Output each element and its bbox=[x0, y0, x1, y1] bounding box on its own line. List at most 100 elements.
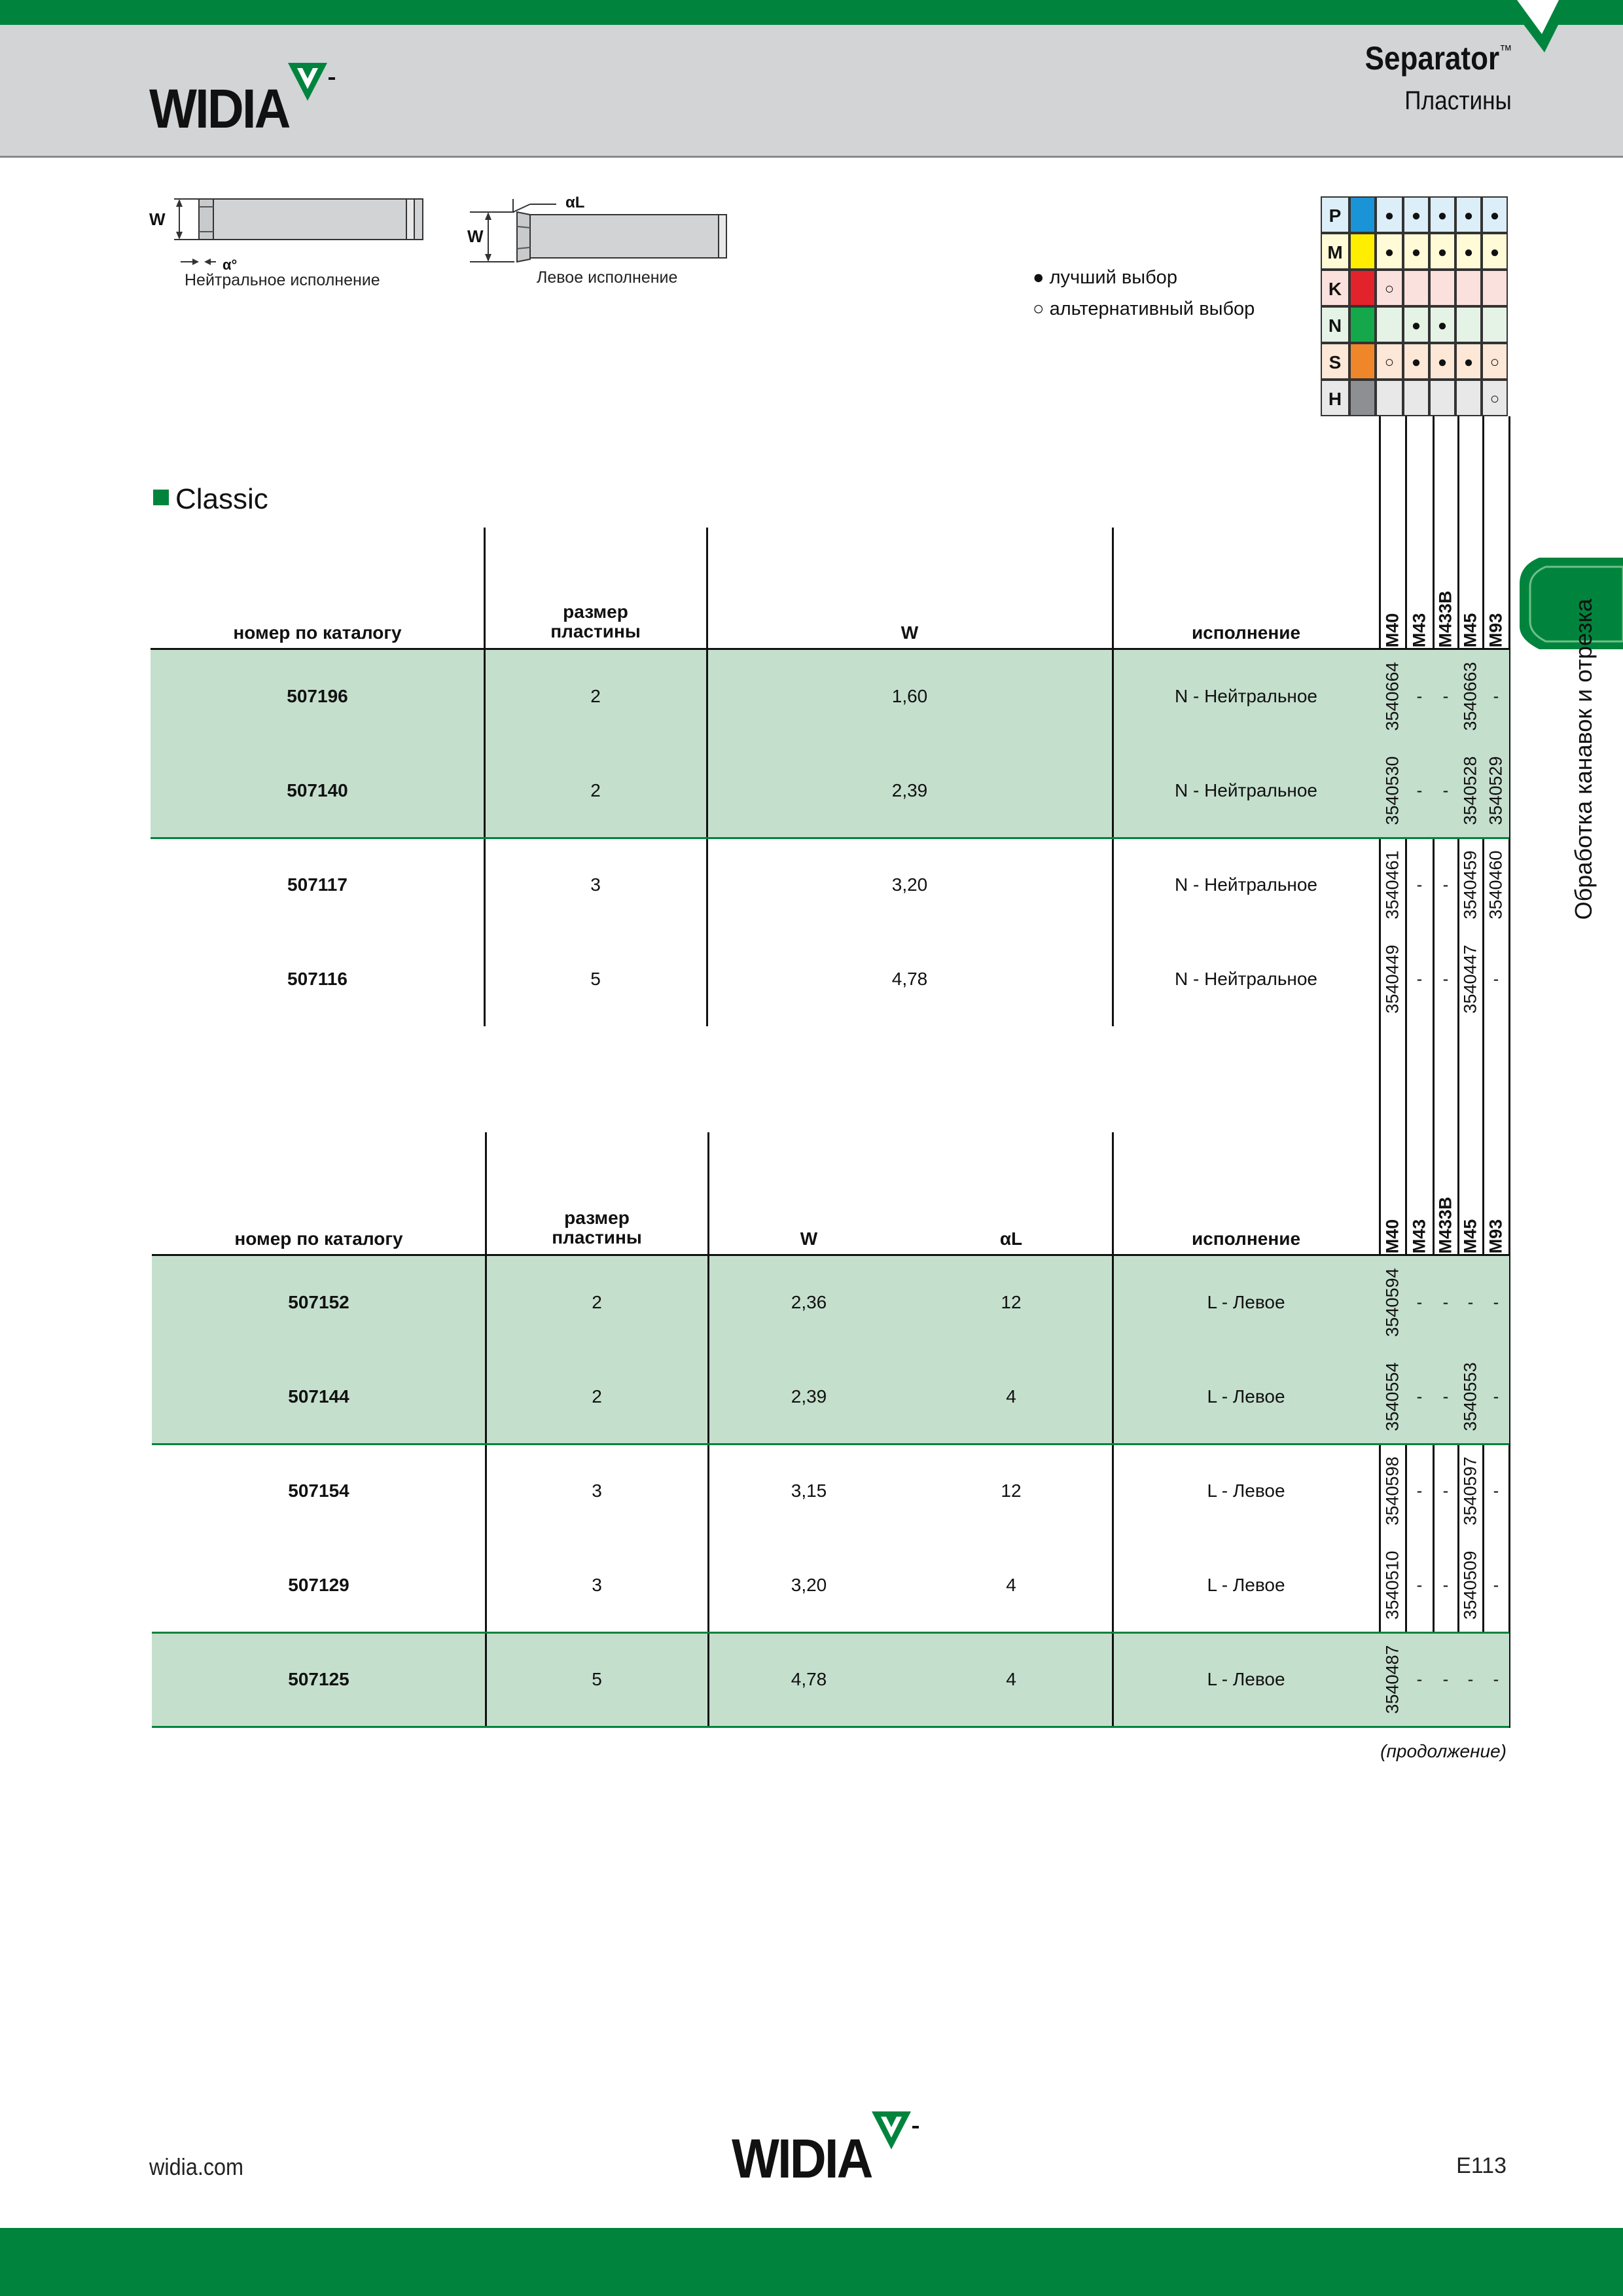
left-caption: Левое исполнение bbox=[537, 268, 678, 287]
material-letter-h: H bbox=[1321, 380, 1349, 416]
table1-row-tint bbox=[151, 744, 1509, 838]
left-angle-label: αL bbox=[565, 194, 585, 211]
table2-header-size-2: пластины bbox=[552, 1227, 642, 1247]
table2-grade-dash: - bbox=[1493, 1292, 1499, 1312]
table2-grade-header: M45 bbox=[1460, 1219, 1480, 1253]
table1-grade-dash: - bbox=[1493, 969, 1499, 989]
table1-header-w: W bbox=[901, 622, 919, 643]
table2-cell-angle: 4 bbox=[1006, 1575, 1016, 1595]
header-band bbox=[0, 25, 1623, 158]
table2-grade-header: M40 bbox=[1382, 1219, 1402, 1253]
material-mark: ● bbox=[1403, 343, 1429, 380]
table1-grade-header: M43 bbox=[1409, 613, 1429, 647]
table2-cell-w: 3,20 bbox=[791, 1575, 827, 1595]
material-color-swatch bbox=[1349, 380, 1376, 416]
table1-cell-w: 3,20 bbox=[891, 874, 928, 895]
table2-column-line bbox=[707, 1132, 709, 1727]
top-green-bar bbox=[0, 0, 1623, 25]
table2-cell-angle: 12 bbox=[1001, 1292, 1022, 1312]
material-color-swatch bbox=[1349, 233, 1376, 270]
material-mark bbox=[1403, 380, 1429, 416]
table1-grade-dash: - bbox=[1442, 969, 1449, 989]
table2-grade-dash: - bbox=[1467, 1292, 1474, 1312]
table2-cell-w: 3,15 bbox=[791, 1480, 827, 1501]
table2-grade-header: M433B bbox=[1435, 1196, 1455, 1254]
table2-grade-code: 3540594 bbox=[1382, 1268, 1402, 1337]
material-mark bbox=[1376, 306, 1403, 343]
table2-cell-angle: 12 bbox=[1001, 1480, 1022, 1501]
table1-grade-header: M433B bbox=[1435, 590, 1455, 648]
table2-grade-code: 3540597 bbox=[1460, 1456, 1480, 1526]
table2-row-tint bbox=[152, 1255, 1509, 1350]
table2-group-line bbox=[152, 1443, 1509, 1445]
table2-header-line bbox=[152, 1254, 1509, 1256]
table2-grade-header: M93 bbox=[1486, 1219, 1506, 1253]
table2-grade-dash: - bbox=[1442, 1292, 1449, 1312]
material-mark: ● bbox=[1455, 343, 1482, 380]
table1-column-line bbox=[706, 528, 708, 1026]
material-mark bbox=[1455, 306, 1482, 343]
table1-cell-version: N - Нейтральное bbox=[1174, 686, 1318, 706]
table2-grade-dash: - bbox=[1467, 1669, 1474, 1689]
table1-grade-dash: - bbox=[1416, 780, 1423, 800]
material-color-swatch bbox=[1349, 343, 1376, 380]
table2-grade-dash: - bbox=[1416, 1575, 1423, 1595]
material-mark: ● bbox=[1429, 196, 1455, 233]
table2-header-angle: αL bbox=[999, 1229, 1023, 1249]
table2-cell-size: 3 bbox=[592, 1480, 602, 1501]
table2-cell-angle: 4 bbox=[1006, 1386, 1016, 1407]
table2-grade-dash: - bbox=[1493, 1669, 1499, 1689]
table2-grade-dash: - bbox=[1416, 1669, 1423, 1689]
table1-cell-w: 2,39 bbox=[891, 780, 928, 800]
table1-cell-w: 4,78 bbox=[891, 969, 928, 989]
grade-column-line bbox=[1457, 416, 1459, 1728]
grade-column-line bbox=[1405, 416, 1407, 1728]
table1-cell-size: 5 bbox=[590, 969, 601, 989]
table1-grade-header: M45 bbox=[1460, 613, 1480, 647]
left-insert-drawing bbox=[470, 199, 727, 263]
section-bullet bbox=[153, 490, 169, 505]
table1-cell-catalog: 507116 bbox=[287, 969, 348, 989]
table2-header-size-1: размер bbox=[564, 1208, 630, 1228]
table2-cell-catalog: 507125 bbox=[288, 1669, 349, 1689]
side-tab bbox=[1520, 558, 1623, 649]
table2-cell-catalog: 507144 bbox=[288, 1386, 349, 1407]
legend-best-choice: ● лучший выбор bbox=[1033, 267, 1177, 288]
footer-site[interactable]: widia.com bbox=[149, 2153, 244, 2180]
table2-cell-version: L - Левое bbox=[1207, 1669, 1285, 1689]
table2-grade-code: 3540487 bbox=[1382, 1645, 1402, 1714]
table2-cell-version: L - Левое bbox=[1207, 1386, 1285, 1407]
table1-grade-dash: - bbox=[1416, 969, 1423, 989]
table2-cell-size: 3 bbox=[592, 1575, 602, 1595]
material-mark: ● bbox=[1403, 196, 1429, 233]
table1-header-line bbox=[151, 648, 1509, 650]
material-mark: ● bbox=[1429, 233, 1455, 270]
table1-header-size-2: пластины bbox=[550, 621, 641, 641]
table2-cell-catalog: 507129 bbox=[288, 1575, 349, 1595]
material-letter-p: P bbox=[1321, 196, 1349, 233]
material-mark bbox=[1429, 380, 1455, 416]
table2-grade-dash: - bbox=[1416, 1480, 1423, 1501]
table1-cell-catalog: 507196 bbox=[287, 686, 348, 706]
table1-grade-dash: - bbox=[1442, 874, 1449, 895]
table2-cell-size: 2 bbox=[592, 1292, 602, 1312]
table2-grade-dash: - bbox=[1442, 1669, 1449, 1689]
material-mark: ● bbox=[1403, 306, 1429, 343]
material-mark bbox=[1482, 306, 1508, 343]
material-mark: ● bbox=[1482, 196, 1508, 233]
table1-cell-catalog: 507140 bbox=[287, 780, 348, 800]
material-mark: ● bbox=[1429, 306, 1455, 343]
table1-grade-header: M40 bbox=[1382, 613, 1402, 647]
table1-header-version: исполнение bbox=[1191, 622, 1301, 643]
table2-cell-w: 4,78 bbox=[791, 1669, 827, 1689]
grade-column-line bbox=[1379, 416, 1381, 1728]
table1-header-catalog: номер по каталогу bbox=[233, 622, 402, 643]
table1-header-size-1: размер bbox=[563, 601, 628, 622]
material-mark bbox=[1376, 380, 1403, 416]
material-mark bbox=[1429, 270, 1455, 306]
table1-column-line bbox=[1112, 528, 1114, 1026]
material-letter-s: S bbox=[1321, 343, 1349, 380]
material-color-swatch bbox=[1349, 306, 1376, 343]
table2-grade-dash: - bbox=[1493, 1480, 1499, 1501]
table1-cell-size: 2 bbox=[590, 780, 601, 800]
